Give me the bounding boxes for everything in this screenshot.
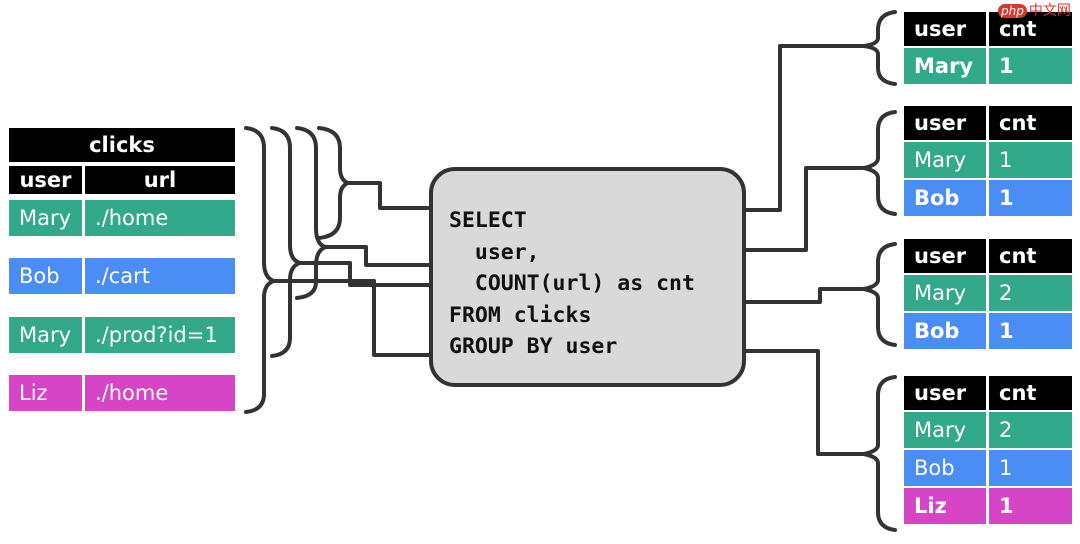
input-row-user: Bob <box>9 258 82 294</box>
result-row-user: Mary <box>904 142 986 178</box>
input-row-url: ./prod?id=1 <box>85 317 235 353</box>
input-wire-3 <box>298 261 431 287</box>
input-header-user: user <box>9 166 82 194</box>
input-row-user: Liz <box>9 375 82 411</box>
result-row-cnt: 1 <box>989 180 1072 216</box>
output-bracket-4 <box>862 375 897 532</box>
input-row-url: ./home <box>85 200 235 236</box>
input-wire-1 <box>346 181 431 210</box>
result-row-user: Mary <box>904 48 986 84</box>
result-header-user: user <box>904 239 986 273</box>
input-wire-2 <box>324 245 431 267</box>
result-row-cnt: 1 <box>989 450 1072 486</box>
sql-query-box: SELECT user, COUNT(url) as cnt FROM clic… <box>429 167 746 387</box>
output-wire-4 <box>744 349 866 456</box>
result-row-user: Bob <box>904 450 986 486</box>
result-header-cnt: cnt <box>989 376 1072 410</box>
result-row-cnt: 1 <box>989 142 1072 178</box>
result-row-cnt: 2 <box>989 275 1072 311</box>
result-header-cnt: cnt <box>989 239 1072 273</box>
output-wire-3 <box>744 287 866 304</box>
result-row-cnt: 1 <box>989 488 1072 524</box>
input-header-url: url <box>85 166 235 194</box>
output-wire-2 <box>744 166 866 252</box>
result-row-user: Bob <box>904 180 986 216</box>
result-header-user: user <box>904 376 986 410</box>
input-bracket-1 <box>317 126 350 240</box>
result-row-cnt: 1 <box>989 48 1072 84</box>
result-row-cnt: 1 <box>989 313 1072 349</box>
output-bracket-1 <box>862 10 897 86</box>
result-row-user: Liz <box>904 488 986 524</box>
watermark-badge: php <box>998 4 1027 18</box>
result-row-user: Bob <box>904 313 986 349</box>
watermark-text: 中文网 <box>1028 3 1071 19</box>
input-row-url: ./home <box>85 375 235 411</box>
input-table-title: clicks <box>9 128 235 162</box>
input-row-user: Mary <box>9 200 82 236</box>
result-header-user: user <box>904 106 986 140</box>
input-bracket-2 <box>295 126 328 300</box>
result-header-cnt: cnt <box>989 106 1072 140</box>
output-bracket-2 <box>862 110 897 216</box>
output-wire-1 <box>744 44 866 212</box>
result-row-user: Mary <box>904 412 986 448</box>
output-bracket-3 <box>862 242 897 347</box>
input-row-user: Mary <box>9 317 82 353</box>
result-header-user: user <box>904 12 986 46</box>
input-bracket-4 <box>244 126 276 414</box>
input-bracket-3 <box>270 126 302 358</box>
result-row-cnt: 2 <box>989 412 1072 448</box>
sql-query-text: SELECT user, COUNT(url) as cnt FROM clic… <box>449 208 695 359</box>
input-wire-4 <box>272 279 431 357</box>
input-row-url: ./cart <box>85 258 235 294</box>
result-row-user: Mary <box>904 275 986 311</box>
